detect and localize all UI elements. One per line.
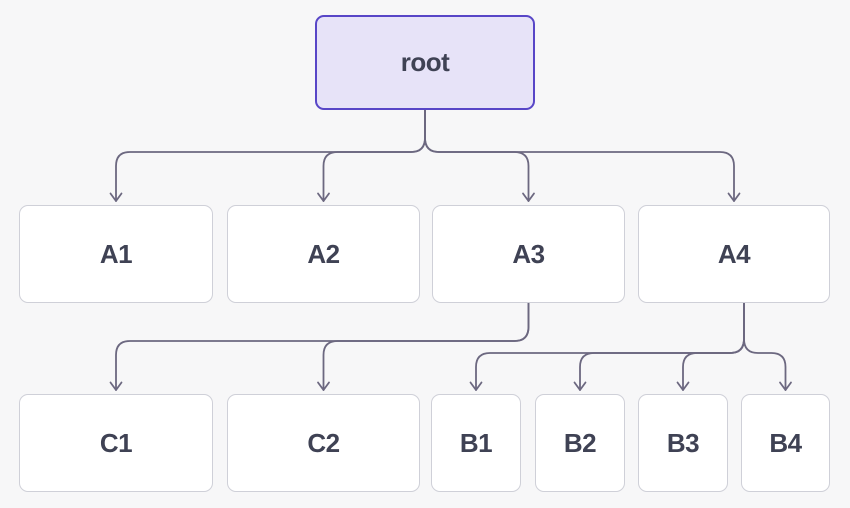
arrowhead-icon: [779, 381, 792, 391]
edge-line: [115, 302, 530, 391]
edge-line: [579, 302, 745, 391]
node-a2-label: A2: [307, 238, 340, 269]
edge-line: [424, 109, 530, 202]
arrowhead-icon: [109, 381, 123, 391]
edge-A3-C1: [109, 302, 530, 391]
node-a4-label: A4: [717, 238, 751, 269]
node-c1-label: C1: [99, 427, 133, 458]
edge-root-A4: [424, 109, 741, 202]
edge-line: [475, 302, 745, 391]
node-b1-label: B1: [459, 427, 493, 458]
node-b4: B4: [741, 394, 830, 492]
node-a3: A3: [432, 205, 625, 303]
edge-A4-B4: [743, 302, 792, 391]
node-a1: A1: [19, 205, 213, 303]
arrowhead-icon: [727, 192, 741, 202]
node-a3-label: A3: [512, 238, 545, 269]
node-root-label: root: [400, 47, 450, 77]
arrowhead-icon: [469, 381, 483, 391]
edge-root-A1: [109, 109, 426, 202]
node-b2-label: B2: [563, 427, 597, 458]
edge-A3-C2: [317, 302, 530, 391]
node-root: root: [315, 15, 535, 110]
edge-A4-B1: [469, 302, 745, 391]
node-c2: C2: [227, 394, 420, 492]
arrowhead-icon: [573, 381, 587, 391]
edge-line: [682, 302, 745, 391]
node-b4-label: B4: [769, 427, 802, 458]
edge-A4-B2: [573, 302, 745, 391]
node-a2: A2: [227, 205, 420, 303]
arrowhead-icon: [317, 192, 330, 202]
edge-line: [424, 109, 735, 202]
node-c1: C1: [19, 394, 213, 492]
edge-line: [322, 302, 530, 391]
edge-line: [743, 302, 787, 391]
arrowhead-icon: [676, 381, 690, 391]
edge-line: [322, 109, 426, 202]
node-b2: B2: [535, 394, 625, 492]
node-a4: A4: [638, 205, 830, 303]
node-b3-label: B3: [666, 427, 700, 458]
arrowhead-icon: [109, 192, 123, 202]
node-a1-label: A1: [99, 238, 133, 269]
node-c2-label: C2: [307, 427, 340, 458]
arrowhead-icon: [522, 192, 535, 202]
arrowhead-icon: [317, 381, 330, 391]
edge-line: [115, 109, 426, 202]
node-b1: B1: [431, 394, 521, 492]
edge-root-A2: [317, 109, 426, 202]
edge-A4-B3: [676, 302, 745, 391]
node-b3: B3: [638, 394, 728, 492]
edge-root-A3: [424, 109, 535, 202]
